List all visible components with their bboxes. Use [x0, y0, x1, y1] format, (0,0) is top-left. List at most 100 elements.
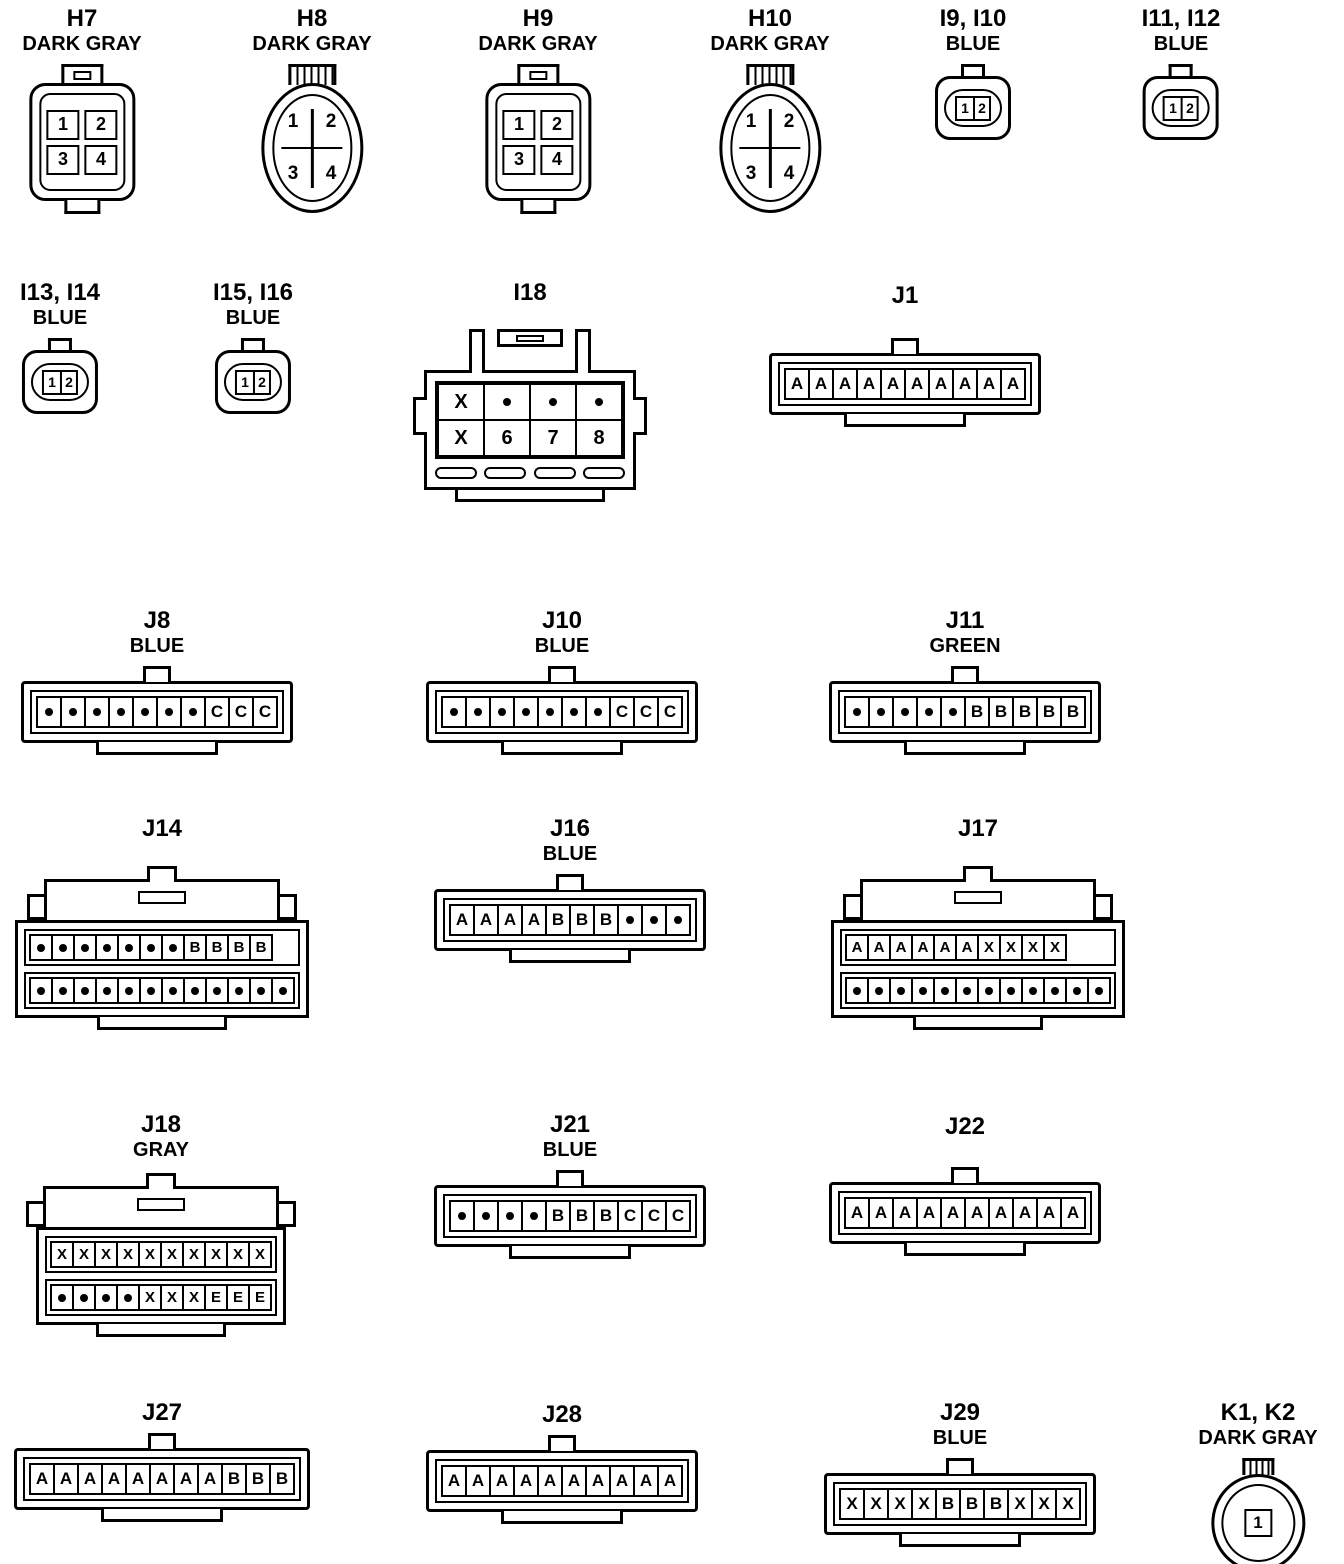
right-ear: [633, 397, 647, 436]
lock-cap: [497, 329, 563, 348]
pin-cell: 4: [84, 144, 118, 175]
pin-cell: C: [665, 1200, 691, 1233]
cavity-dot: [901, 708, 909, 717]
pin-cell: [227, 977, 251, 1005]
pin-cell: B: [988, 696, 1014, 729]
pin-cell: [977, 977, 1001, 1005]
pin-cell: B: [569, 1200, 595, 1233]
top-tab: [61, 64, 103, 85]
top-tab: [148, 1433, 176, 1450]
cavity-dot: [279, 986, 287, 995]
connector-id-label: J27: [141, 1399, 183, 1426]
connector-color-label: BLUE: [932, 1427, 988, 1450]
pin-cell: [473, 1200, 499, 1233]
lock-slot: [529, 71, 547, 81]
cavity-dot: [69, 708, 77, 717]
top-tab: [1169, 64, 1193, 78]
cavity-dot: [169, 943, 177, 952]
pin-cell: [94, 1284, 118, 1312]
connector-color-label: BLUE: [129, 635, 185, 658]
cavity-dot: [474, 708, 482, 717]
pin-cell: [1065, 977, 1089, 1005]
pin-cell: C: [641, 1200, 667, 1233]
pin-cell: A: [845, 934, 869, 962]
pin-cell: [1021, 977, 1045, 1005]
connector-id-label: K1, K2: [1220, 1399, 1296, 1426]
top-tab: [963, 866, 993, 883]
right-ear: [277, 894, 297, 921]
seal-slot: [582, 467, 625, 480]
pin-cell: A: [911, 934, 935, 962]
pin-cell: X: [887, 1488, 913, 1521]
pin-cell: A: [441, 1465, 467, 1498]
pin-cell: B: [269, 1463, 295, 1496]
pin-cell: [575, 383, 623, 422]
pin-cell: [139, 934, 163, 962]
cavity-dot: [1029, 986, 1037, 995]
pin-cell: [889, 977, 913, 1005]
pin-cell: X: [182, 1284, 206, 1312]
pin-cell: B: [249, 934, 273, 962]
top-tab: [146, 1173, 176, 1190]
pin-cell: X: [248, 1241, 272, 1269]
bottom-tab: [899, 1534, 1021, 1548]
pin-cell: [521, 1200, 547, 1233]
cavity-dot: [875, 986, 883, 995]
cavity-dot: [522, 708, 530, 717]
bottom-tab: [501, 1511, 623, 1525]
cavity-dot: [169, 986, 177, 995]
bottom-tab: [96, 742, 218, 756]
pin-cell: [441, 696, 467, 729]
left-ear: [843, 894, 863, 921]
pin-cell: 1: [961, 100, 969, 117]
pin-cell: [132, 696, 158, 729]
pin-cell: [465, 696, 491, 729]
pin-cell: X: [1043, 934, 1067, 962]
connector-color-label: BLUE: [32, 307, 88, 330]
pin-cell: [999, 977, 1023, 1005]
pin-cell: 1: [1169, 100, 1177, 117]
pin-cell: B: [935, 1488, 961, 1521]
cavity-dot: [530, 1212, 538, 1221]
pin-cell: 6: [483, 419, 531, 458]
connector-color-label: DARK GRAY: [1198, 1427, 1318, 1450]
bottom-tab: [96, 1324, 226, 1338]
connector-id-label: H10: [747, 5, 793, 32]
seal-slots: [435, 467, 625, 480]
pin-cell: E: [226, 1284, 250, 1312]
pin-cell: 2: [325, 111, 337, 133]
connector-id-label: J21: [549, 1111, 591, 1138]
housing-inner: 1: [1221, 1484, 1295, 1563]
bottom-tab: [101, 1509, 223, 1523]
cavity-row: [840, 972, 1116, 1010]
pin-cell: B: [959, 1488, 985, 1521]
pin-cell: [867, 977, 891, 1005]
cavity-dot: [103, 986, 111, 995]
top-tab: [548, 666, 576, 683]
connector-id-label: J11: [945, 607, 985, 634]
pin-cell: A: [964, 1197, 990, 1230]
